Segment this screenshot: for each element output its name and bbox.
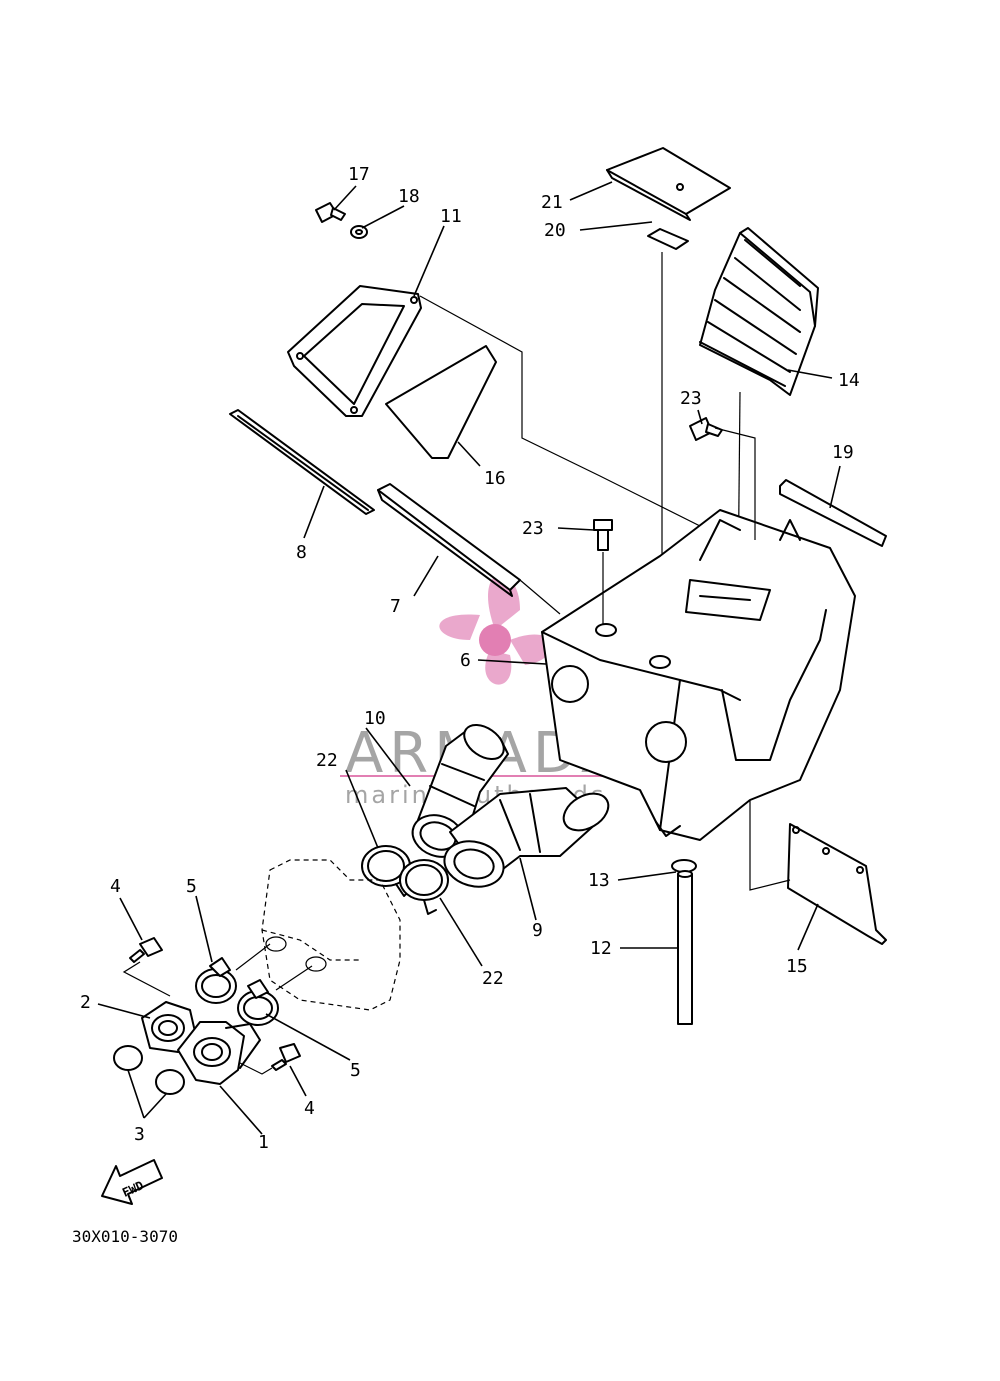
part-18-washer [350,225,368,239]
callout-4-lower: 4 [304,1098,315,1119]
callout-6: 6 [460,650,471,671]
part-21-cover-plate [606,147,731,221]
callout-8: 8 [296,542,307,563]
part-4-bolt-lower [271,1043,301,1071]
engine-outline [261,859,401,1011]
part-8-filter-element [229,409,375,515]
part-3-oring-left [113,1045,143,1071]
callout-20: 20 [544,220,566,241]
callout-labels: 17 18 11 21 20 14 23 19 16 8 7 23 6 10 2… [80,164,860,1153]
callout-11: 11 [440,206,462,227]
callout-2: 2 [80,992,91,1013]
part-19-foam-strip [779,479,887,547]
part-1-manifold-right [177,1021,261,1085]
callout-17: 17 [348,164,370,185]
callout-7: 7 [390,596,401,617]
part-12-drain-hose [677,870,693,1025]
part-6-air-box [541,509,856,841]
callout-18: 18 [398,186,420,207]
part-9-intake-joint [443,787,610,888]
part-15-bracket-plate [787,823,887,945]
callout-5-upper: 5 [186,876,197,897]
callout-1: 1 [258,1132,269,1153]
part-22-clamp-right [399,859,449,915]
callout-22-upper: 22 [316,750,338,771]
diagram-code: 30X010-3070 [72,1227,178,1246]
part-5-band-lower [237,979,279,1026]
callout-15: 15 [786,956,808,977]
callout-16: 16 [484,468,506,489]
callout-5-lower: 5 [350,1060,361,1081]
callout-23-lower: 23 [522,518,544,539]
part-3-oring-right [155,1069,185,1095]
fwd-arrow-icon: FWD [101,1159,163,1205]
part-10-intake-joint [411,723,509,858]
callout-13: 13 [588,870,610,891]
part-14-intake-duct [699,227,819,396]
part-7-sponge-element [377,483,521,597]
callout-9: 9 [532,920,543,941]
propeller-logo-icon [439,574,552,685]
leader-lines [97,181,841,1135]
callout-21: 21 [541,192,563,213]
callout-19: 19 [832,442,854,463]
part-17-bolt [315,202,346,223]
callout-10: 10 [364,708,386,729]
callout-12: 12 [590,938,612,959]
part-23-screw-lower [593,519,613,551]
part-5-band-upper [195,957,237,1004]
part-20-pad [647,228,689,250]
callout-4-upper: 4 [110,876,121,897]
part-2-manifold-left [141,1001,197,1053]
callout-14: 14 [838,370,860,391]
part-4-bolt-upper [129,937,163,963]
callout-23-upper: 23 [680,388,702,409]
callout-22-lower: 22 [482,968,504,989]
part-11-filter-frame [287,285,422,417]
callout-3: 3 [134,1124,145,1145]
part-16-gasket [385,345,497,459]
